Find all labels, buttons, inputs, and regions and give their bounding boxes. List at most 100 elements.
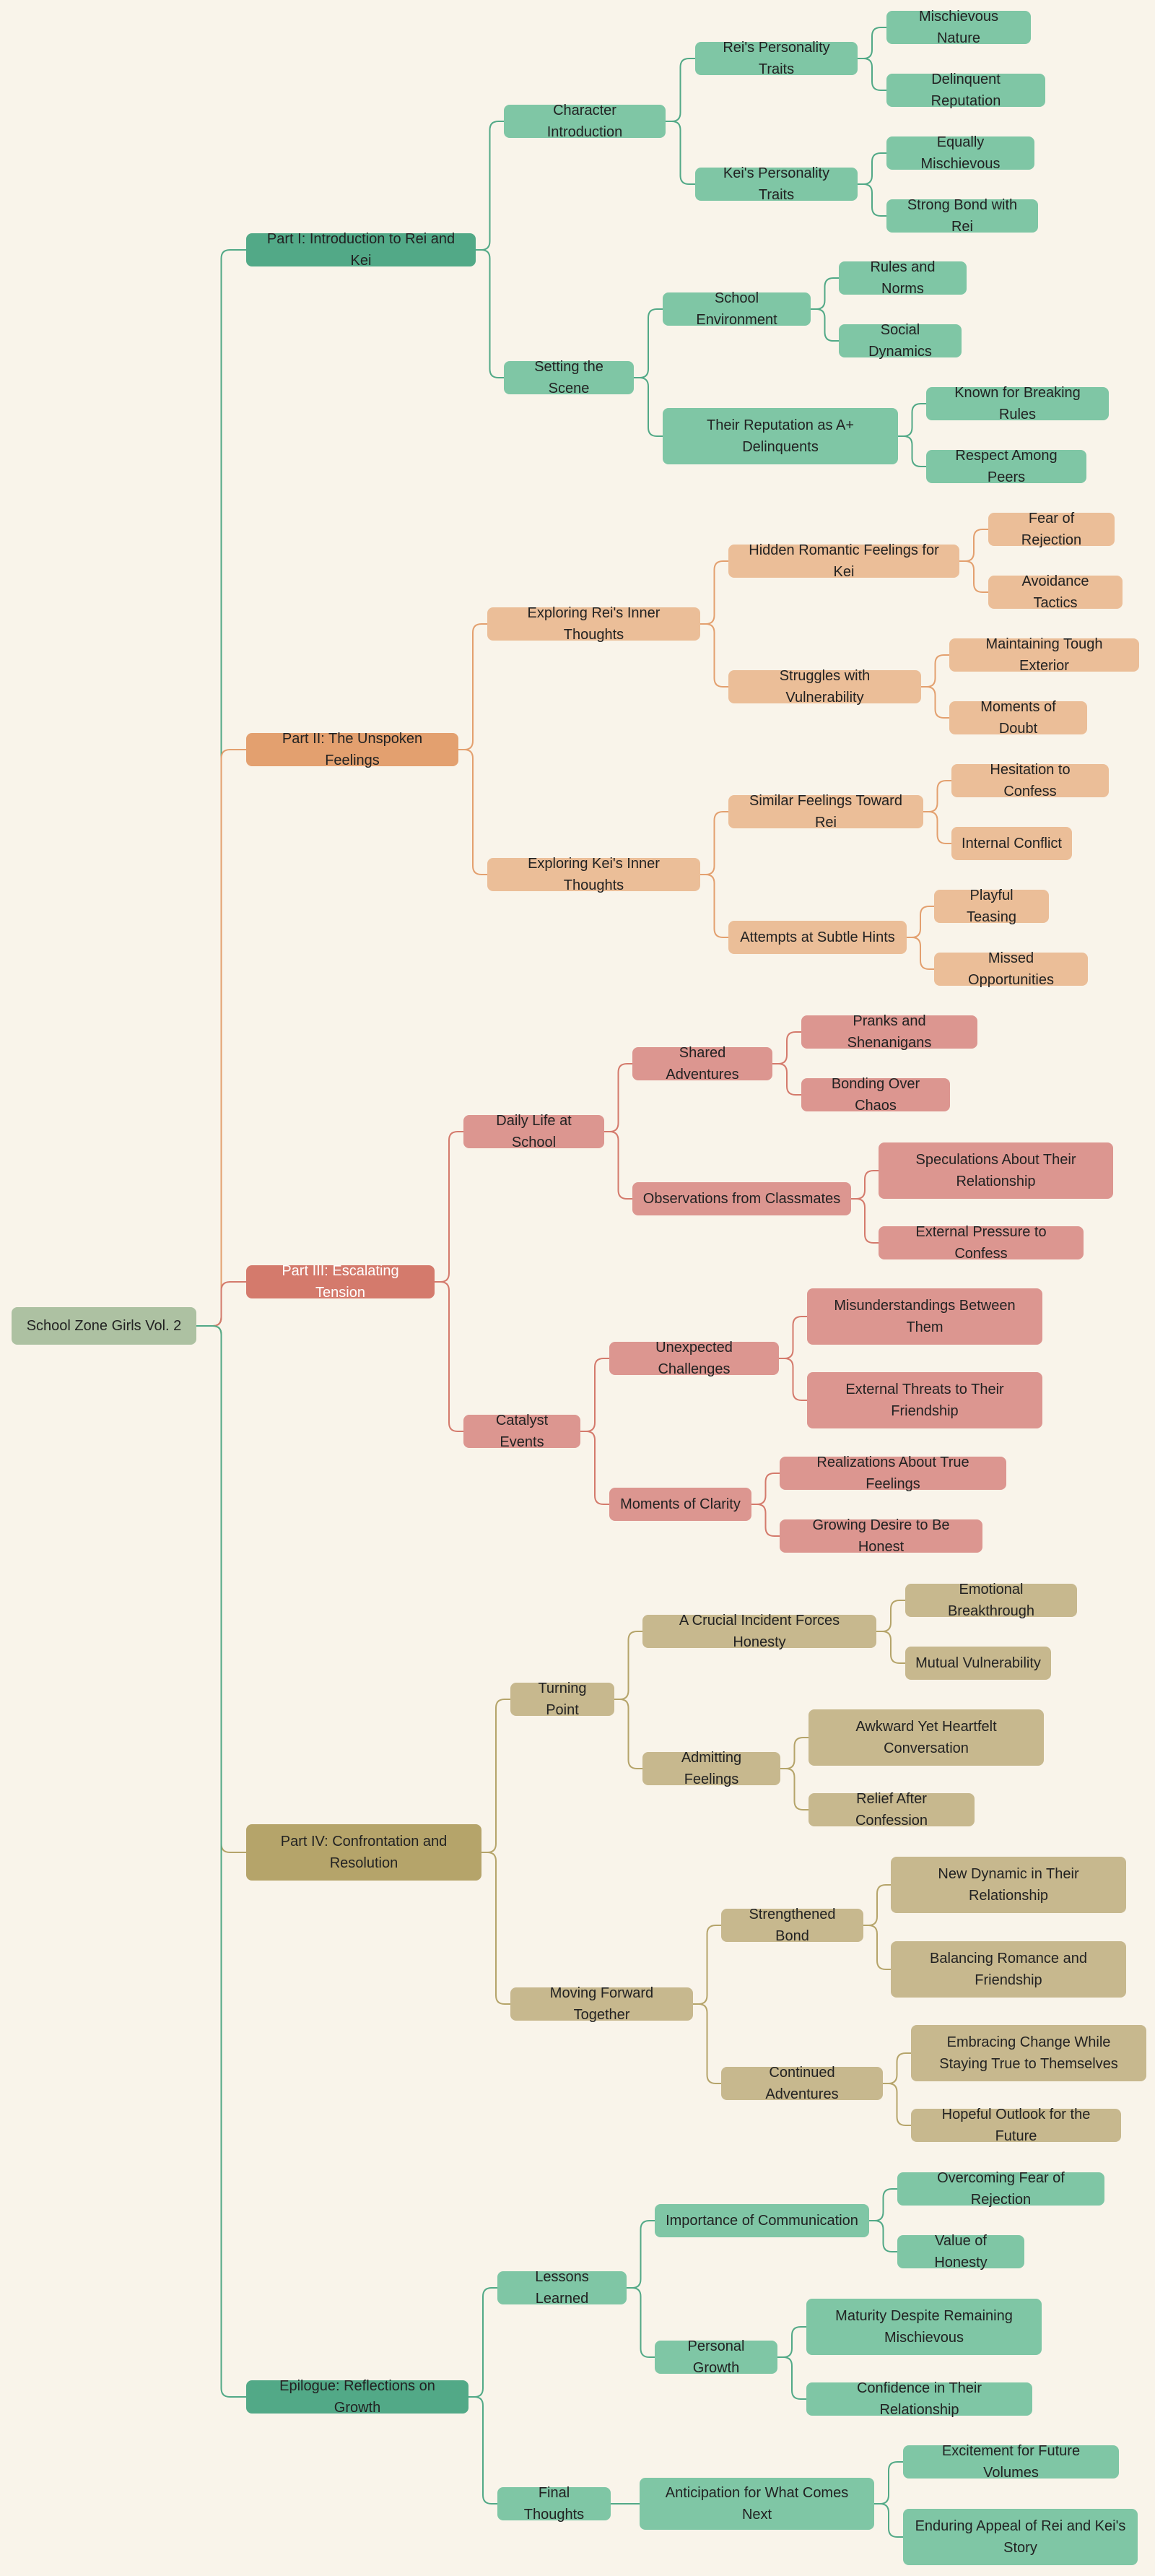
connector-p4b2a xyxy=(883,2052,911,2084)
respect-among-peers-node[interactable]: Respect Among Peers xyxy=(926,448,1086,485)
importance-of-communication-node[interactable]: Importance of Communication xyxy=(655,2204,869,2237)
turning-point-node[interactable]: Turning Point xyxy=(510,1681,614,1718)
part-4-node[interactable]: Part IV: Confrontation and Resolution xyxy=(246,1824,481,1881)
heartfelt-conversation-node[interactable]: Awkward Yet Heartfelt Conversation xyxy=(808,1709,1044,1766)
connector-p1a1b xyxy=(858,58,886,91)
personal-growth-node[interactable]: Personal Growth xyxy=(655,2338,777,2376)
importance-of-communication-label: Importance of Communication xyxy=(666,2213,858,2229)
continued-adventures-node[interactable]: Continued Adventures xyxy=(721,2065,883,2102)
setting-the-scene-node[interactable]: Setting the Scene xyxy=(504,359,634,396)
overcoming-fear-label: Overcoming Fear of Rejection xyxy=(937,2170,1065,2208)
hopeful-outlook-node[interactable]: Hopeful Outlook for the Future xyxy=(911,2107,1121,2144)
a-plus-delinquents-node[interactable]: Their Reputation as A+ Delinquents xyxy=(663,408,898,464)
lessons-learned-node[interactable]: Lessons Learned xyxy=(497,2269,627,2307)
kei-personality-traits-node[interactable]: Kei's Personality Traits xyxy=(695,165,858,203)
part-2-node[interactable]: Part II: The Unspoken Feelings xyxy=(246,731,458,768)
continued-adventures-label: Continued Adventures xyxy=(765,2065,839,2102)
rei-personality-traits-label: Rei's Personality Traits xyxy=(723,40,830,77)
strengthened-bond-node[interactable]: Strengthened Bond xyxy=(721,1907,863,1944)
part-3-node[interactable]: Part III: Escalating Tension xyxy=(246,1263,435,1301)
a-plus-delinquents-label: Their Reputation as A+ Delinquents xyxy=(706,417,854,455)
anticipation-node[interactable]: Anticipation for What Comes Next xyxy=(640,2478,874,2530)
rules-and-norms-node[interactable]: Rules and Norms xyxy=(839,259,967,297)
subtle-hints-node[interactable]: Attempts at Subtle Hints xyxy=(728,921,907,954)
part-1-node[interactable]: Part I: Introduction to Rei and Kei xyxy=(246,231,476,269)
balancing-romance-node[interactable]: Balancing Romance and Friendship xyxy=(891,1941,1126,1998)
external-threats-node[interactable]: External Threats to Their Friendship xyxy=(807,1372,1042,1428)
mutual-vulnerability-node[interactable]: Mutual Vulnerability xyxy=(905,1647,1051,1680)
connector-p3a2a xyxy=(851,1170,879,1200)
final-thoughts-node[interactable]: Final Thoughts xyxy=(497,2485,611,2523)
external-pressure-node[interactable]: External Pressure to Confess xyxy=(879,1224,1084,1262)
observations-node[interactable]: Observations from Classmates xyxy=(632,1182,851,1215)
social-dynamics-node[interactable]: Social Dynamics xyxy=(839,322,962,360)
strong-bond-node[interactable]: Strong Bond with Rei xyxy=(886,197,1038,235)
epilogue-node[interactable]: Epilogue: Reflections on Growth xyxy=(246,2378,468,2416)
school-environment-node[interactable]: School Environment xyxy=(663,290,811,328)
hesitation-to-confess-node[interactable]: Hesitation to Confess xyxy=(951,762,1109,799)
hesitation-to-confess-label: Hesitation to Confess xyxy=(990,762,1071,799)
confidence-node[interactable]: Confidence in Their Relationship xyxy=(806,2380,1032,2418)
shared-adventures-node[interactable]: Shared Adventures xyxy=(632,1045,772,1083)
new-dynamic-node[interactable]: New Dynamic in Their Relationship xyxy=(891,1857,1126,1913)
part-2-label: Part II: The Unspoken Feelings xyxy=(282,731,423,768)
speculations-node[interactable]: Speculations About Their Relationship xyxy=(879,1142,1113,1199)
root-label: School Zone Girls Vol. 2 xyxy=(26,1318,182,1334)
connector-p2a1b xyxy=(959,560,988,593)
avoidance-tactics-node[interactable]: Avoidance Tactics xyxy=(988,573,1123,611)
rei-inner-thoughts-node[interactable]: Exploring Rei's Inner Thoughts xyxy=(487,605,700,643)
connector-p3b1b xyxy=(779,1358,807,1401)
delinquent-reputation-node[interactable]: Delinquent Reputation xyxy=(886,71,1045,109)
admitting-feelings-node[interactable]: Admitting Feelings xyxy=(642,1750,780,1787)
enduring-appeal-label: Enduring Appeal of Rei and Kei's Story xyxy=(915,2518,1126,2556)
daily-life-node[interactable]: Daily Life at School xyxy=(463,1113,604,1150)
value-of-honesty-node[interactable]: Value of Honesty xyxy=(897,2233,1024,2271)
new-dynamic-label: New Dynamic in Their Relationship xyxy=(938,1866,1079,1904)
shared-adventures-label: Shared Adventures xyxy=(666,1045,739,1083)
character-introduction-node[interactable]: Character Introduction xyxy=(504,103,666,140)
internal-conflict-node[interactable]: Internal Conflict xyxy=(951,827,1072,860)
moments-of-clarity-node[interactable]: Moments of Clarity xyxy=(609,1488,751,1521)
realizations-node[interactable]: Realizations About True Feelings xyxy=(780,1454,1006,1492)
moments-of-doubt-node[interactable]: Moments of Doubt xyxy=(949,699,1087,737)
relief-after-confession-node[interactable]: Relief After Confession xyxy=(808,1791,975,1829)
crucial-incident-node[interactable]: A Crucial Incident Forces Honesty xyxy=(642,1613,876,1650)
connector-p3a1b xyxy=(772,1063,801,1096)
mischievous-nature-node[interactable]: Mischievous Nature xyxy=(886,9,1031,46)
rei-personality-traits-node[interactable]: Rei's Personality Traits xyxy=(695,40,858,77)
root-node[interactable]: School Zone Girls Vol. 2 xyxy=(12,1307,196,1345)
pranks-node[interactable]: Pranks and Shenanigans xyxy=(801,1013,977,1051)
fear-of-rejection-node[interactable]: Fear of Rejection xyxy=(988,511,1115,548)
connector-p4a1a xyxy=(876,1600,905,1632)
connector-p1b2a xyxy=(898,403,926,437)
equally-mischievous-label: Equally Mischievous xyxy=(920,134,1001,172)
enduring-appeal-node[interactable]: Enduring Appeal of Rei and Kei's Story xyxy=(903,2509,1138,2565)
school-environment-label: School Environment xyxy=(696,290,777,328)
struggles-with-vulnerability-node[interactable]: Struggles with Vulnerability xyxy=(728,668,921,706)
bonding-over-chaos-node[interactable]: Bonding Over Chaos xyxy=(801,1076,950,1114)
embracing-change-node[interactable]: Embracing Change While Staying True to T… xyxy=(911,2025,1146,2081)
similar-feelings-node[interactable]: Similar Feelings Toward Rei xyxy=(728,793,923,831)
excitement-future-volumes-node[interactable]: Excitement for Future Volumes xyxy=(903,2443,1119,2481)
maturity-node[interactable]: Maturity Despite Remaining Mischievous xyxy=(806,2299,1042,2355)
overcoming-fear-node[interactable]: Overcoming Fear of Rejection xyxy=(897,2170,1104,2208)
maintaining-tough-exterior-node[interactable]: Maintaining Tough Exterior xyxy=(949,636,1139,674)
kei-inner-thoughts-node[interactable]: Exploring Kei's Inner Thoughts xyxy=(487,856,700,893)
moving-forward-node[interactable]: Moving Forward Together xyxy=(510,1985,693,2023)
emotional-breakthrough-node[interactable]: Emotional Breakthrough xyxy=(905,1582,1077,1619)
connector-p1b2b xyxy=(898,435,926,467)
emotional-breakthrough-label: Emotional Breakthrough xyxy=(947,1582,1035,1619)
equally-mischievous-node[interactable]: Equally Mischievous xyxy=(886,134,1034,172)
missed-opportunities-node[interactable]: Missed Opportunities xyxy=(934,950,1088,988)
connector-p2 xyxy=(196,749,246,1327)
playful-teasing-node[interactable]: Playful Teasing xyxy=(934,888,1049,925)
hidden-romantic-feelings-node[interactable]: Hidden Romantic Feelings for Kei xyxy=(728,542,959,580)
misunderstandings-node[interactable]: Misunderstandings Between Them xyxy=(807,1288,1042,1345)
catalyst-events-node[interactable]: Catalyst Events xyxy=(463,1413,580,1450)
growing-desire-node[interactable]: Growing Desire to Be Honest xyxy=(780,1517,982,1555)
connector-p3a1a xyxy=(772,1031,801,1064)
connector-p1b1 xyxy=(634,308,663,378)
known-for-breaking-rules-node[interactable]: Known for Breaking Rules xyxy=(926,385,1109,422)
unexpected-challenges-node[interactable]: Unexpected Challenges xyxy=(609,1340,779,1377)
